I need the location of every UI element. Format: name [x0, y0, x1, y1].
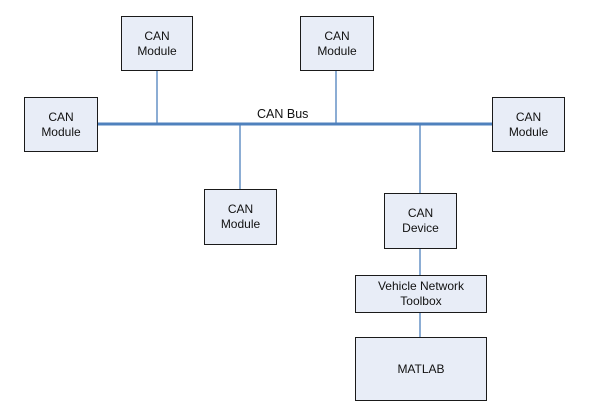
- can-module-left: CAN Module: [24, 97, 98, 152]
- can-module-top-left: CAN Module: [121, 16, 193, 71]
- can-module-bottom: CAN Module: [204, 189, 277, 245]
- can-device: CAN Device: [384, 193, 457, 249]
- can-module-right: CAN Module: [492, 97, 565, 152]
- matlab-box: MATLAB: [355, 337, 487, 401]
- can-bus-label: CAN Bus: [257, 107, 309, 121]
- can-module-top-right: CAN Module: [300, 16, 374, 71]
- vehicle-network-toolbox: Vehicle Network Toolbox: [355, 275, 487, 313]
